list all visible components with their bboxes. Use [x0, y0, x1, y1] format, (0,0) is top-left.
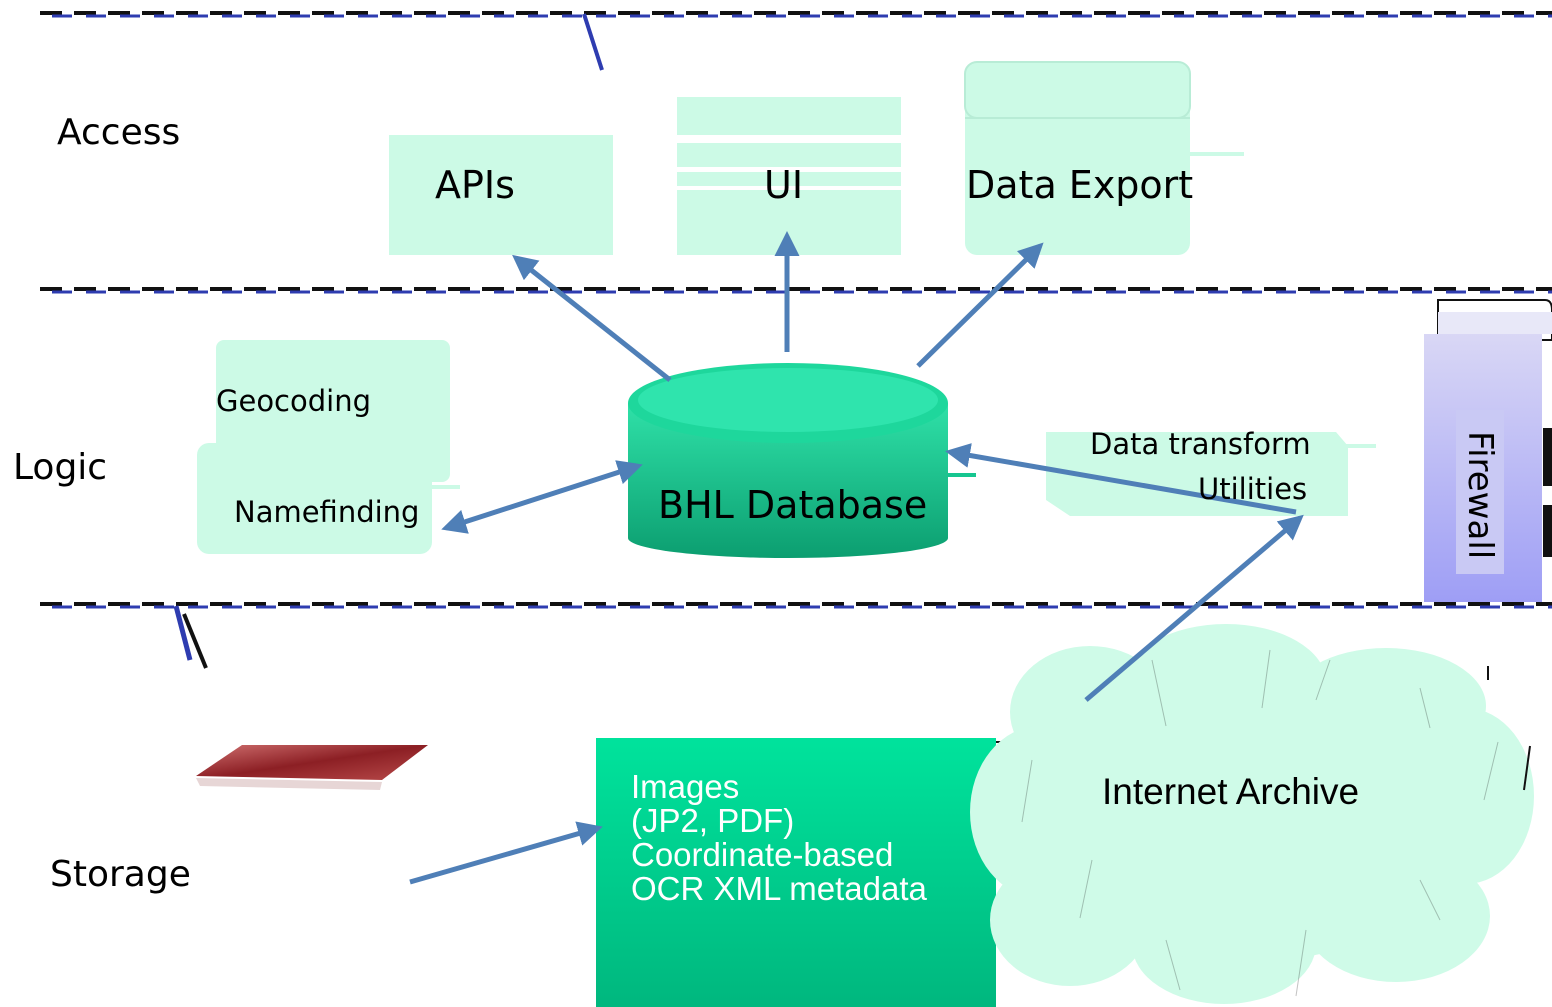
storage-file-list: Images (JP2, PDF) Coordinate-based OCR X…: [631, 770, 927, 906]
internet-archive-label: Internet Archive: [1102, 771, 1360, 812]
firewall-label-wrap: Firewall: [1456, 420, 1504, 570]
ui-label: UI: [764, 163, 804, 207]
access-boxes: [389, 61, 1244, 255]
storage-layer-label: Storage: [50, 854, 191, 895]
cloud-core: [1016, 662, 1476, 962]
firewall: [1424, 299, 1552, 602]
storage-line-images: Images: [631, 768, 740, 805]
arrow-db-to-export: [916, 242, 1044, 368]
storage-line-coordinate: Coordinate-based: [631, 835, 894, 873]
firewall-top-band: [1438, 312, 1552, 334]
database-top-inner: [638, 368, 938, 432]
arrow-namefinding-db: [441, 460, 643, 534]
ui-box-stripe-3: [677, 172, 901, 186]
storage-line-ocr: OCR XML metadata: [631, 869, 927, 907]
internet-archive-cloud: [970, 624, 1534, 1004]
firewall-cap: [1437, 299, 1552, 341]
arrow-db-to-apis: [512, 254, 672, 382]
firewall-side-block-2: [1543, 505, 1552, 557]
ui-box-stripe-1: [677, 97, 901, 135]
firewall-panel: [1456, 410, 1504, 574]
arrow-transform-to-db: [945, 443, 1297, 515]
namefinding-label: Namefinding: [234, 495, 420, 529]
storage-box: [596, 738, 996, 1007]
slash-mark-bottom-black: [182, 613, 208, 669]
cloud-edge-mark-2: [1523, 745, 1531, 791]
cloud-outline-strokes: [1021, 649, 1499, 997]
arrow-archive-to-transform: [1084, 514, 1304, 702]
ui-box-stripe-2: [677, 143, 901, 167]
data-export-label: Data Export: [966, 163, 1194, 207]
book-stack-shadow: [196, 778, 382, 790]
firewall-side-block-1: [1543, 428, 1552, 486]
database-body: [628, 403, 948, 558]
namefinding-box: [197, 443, 432, 554]
apis-label: APIs: [435, 163, 515, 207]
apis-box: [389, 135, 613, 255]
export-box-outline: [964, 61, 1191, 119]
transform-box: [1046, 432, 1348, 516]
arrows: [409, 231, 1304, 885]
storage-line-formats: (JP2, PDF): [631, 801, 795, 839]
storage-shapes: [196, 738, 1012, 1007]
layer-dividers: [40, 11, 1552, 669]
bhl-database-label: BHL Database: [658, 483, 928, 527]
firewall-label: Firewall: [1460, 430, 1500, 560]
slash-mark-bottom-blue: [173, 605, 193, 661]
book-stack-image: [196, 745, 428, 780]
geocoding-label: Geocoding: [216, 384, 371, 418]
logic-boxes: [197, 340, 1376, 554]
export-box: [965, 62, 1190, 255]
arrow-books-to-storage: [409, 821, 603, 885]
data-transform-label: Data transform: [1090, 427, 1311, 461]
bhl-database-cylinder: [628, 363, 976, 558]
logic-layer-label: Logic: [13, 447, 108, 488]
slash-mark-top: [582, 13, 604, 71]
utilities-label: Utilities: [1198, 472, 1308, 506]
access-layer-label: Access: [57, 112, 181, 153]
